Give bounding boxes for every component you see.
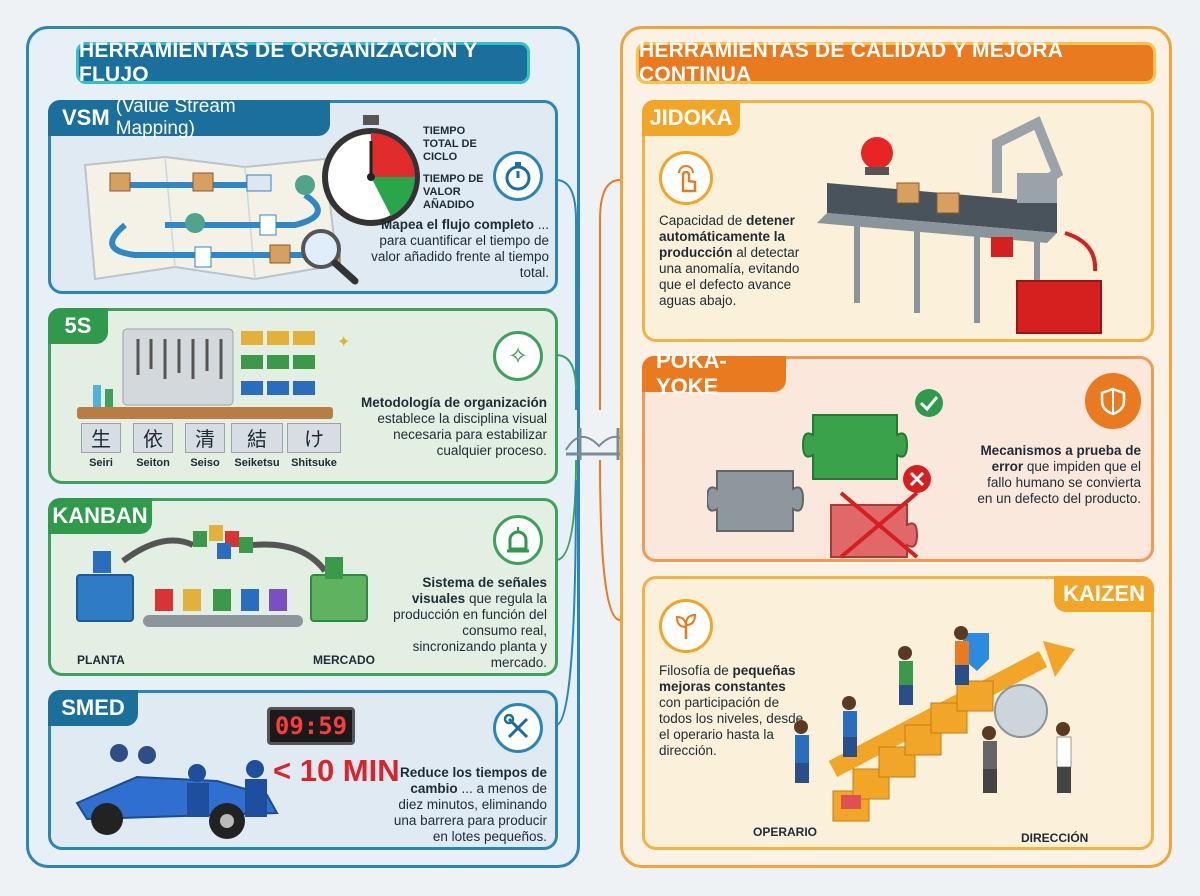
kanji-seiri: 生: [81, 423, 121, 453]
jidoka-desc-pre: Capacidad de: [659, 213, 747, 228]
smed-desc-bold: Reduce los tiempos de cambio: [399, 765, 547, 796]
robotic-conveyor-illustration: [817, 116, 1102, 334]
tool-pegboard-illustration: ✦: [93, 328, 350, 407]
pillar-shitsuke: け Shitsuke: [287, 423, 341, 469]
pillar-seiri: 生 Seiri: [81, 423, 121, 469]
kanban-desc-rest: que regula la producción en función del …: [393, 591, 547, 670]
vsm-tag: VSM (Value Stream Mapping): [48, 96, 330, 139]
vsm-description: Mapea el flujo completo ... para cuantif…: [367, 217, 549, 281]
sprout-icon: [659, 599, 713, 653]
five-s-desc-bold: Metodología de organización: [360, 395, 547, 410]
shield-icon: [1085, 373, 1141, 429]
poka-yoke-desc-rest: que impiden que el fallo humano se convi…: [977, 459, 1141, 506]
kaizen-operator-label: OPERARIO: [753, 825, 818, 839]
kaizen-staircase-illustration: [794, 626, 1075, 822]
kaizen-tag: KAIZEN: [1054, 576, 1154, 612]
label-shitsuke: Shitsuke: [291, 457, 337, 469]
value-stream-map-illustration: [83, 155, 341, 281]
pillar-seiso: 清 Seiso: [185, 423, 225, 469]
kanban-tag: KANBAN: [48, 498, 152, 534]
kaizen-card: KAIZEN Filosofía de pequeñas mejoras con…: [642, 576, 1154, 850]
five-s-description: Metodología de organización establece la…: [355, 395, 547, 459]
vsm-desc-rest: ... para cuantificar el tiempo de valor …: [371, 217, 549, 280]
vsm-tag-subtitle: (Value Stream Mapping): [115, 96, 236, 139]
kanji-seiso: 清: [185, 423, 225, 453]
kanban-card: KANBAN PLANTA MERCADO Sistema de señales…: [48, 498, 558, 676]
stopwatch-icon: [493, 151, 543, 201]
touch-stop-icon: [659, 151, 713, 205]
vsm-tag-title: VSM: [62, 105, 110, 130]
sparkle-icon: ✧: [493, 331, 543, 381]
label-seiton: Seiton: [136, 457, 170, 469]
jidoka-description: Capacidad de detener automáticamente la …: [659, 213, 805, 309]
stopwatch-illustration: [322, 115, 420, 226]
magnifier-icon: [301, 229, 359, 285]
kanban-flow-illustration: [76, 525, 368, 627]
pillar-seiketsu: 結 Seiketsu: [231, 423, 283, 469]
smed-description: Reduce los tiempos de cambio ... a menos…: [389, 765, 547, 845]
total-cycle-time-label: TIEMPO TOTAL DE CICLO: [423, 125, 477, 163]
poka-yoke-description: Mecanismos a prueba de error que impiden…: [971, 443, 1141, 507]
connector-lines: [556, 179, 621, 726]
poka-yoke-card: POKA-YOKE Mecanismos a prueba de error q…: [642, 348, 1154, 562]
kanji-shitsuke: け: [287, 423, 341, 453]
jidoka-desc-rest: al detectar una anomalía, evitando que e…: [659, 245, 800, 308]
jidoka-card: JIDOKA Capacidad de detener automáticame…: [642, 100, 1154, 342]
kaizen-description: Filosofía de pequeñas mejoras constantes…: [659, 663, 809, 759]
kanji-seiton: 依: [133, 423, 173, 453]
five-s-card: 5S ✦ 生 Seiri 依 Seiton 清 Seiso 結: [48, 308, 558, 484]
poka-yoke-desc-bold: Mecanismos a prueba de error: [980, 443, 1141, 474]
label-seiso: Seiso: [190, 457, 220, 469]
label-seiketsu: Seiketsu: [234, 457, 280, 469]
smed-under-ten-minutes: < 10 MIN: [273, 753, 400, 788]
wrench-screwdriver-icon: [493, 703, 543, 753]
smed-timer-display: 09:59: [267, 707, 355, 745]
smed-card: SMED 09:59 < 10 MIN Reduce los tiempos d…: [48, 690, 558, 850]
pillar-seiton: 依 Seiton: [133, 423, 173, 469]
label-seiri: Seiri: [89, 457, 113, 469]
vsm-desc-bold: Mapea el flujo completo: [380, 217, 534, 232]
jidoka-tag: JIDOKA: [642, 100, 740, 136]
puzzle-pieces-illustration: [707, 389, 943, 559]
kaizen-management-label: DIRECCIÓN: [1021, 831, 1089, 845]
value-added-time-label: TIEMPO DE VALOR AÑADIDO: [423, 173, 484, 211]
five-s-pillars: 生 Seiri 依 Seiton 清 Seiso 結 Seiketsu け Sh…: [81, 423, 341, 473]
kanji-seiketsu: 結: [231, 423, 283, 453]
kanban-description: Sistema de señales visuales que regula l…: [385, 575, 547, 671]
kanban-market-label: MERCADO: [313, 653, 375, 667]
beacon-icon: [493, 515, 543, 565]
kanban-plant-label: PLANTA: [77, 653, 125, 667]
jidoka-desc-bold: detener automáticamente la producción: [659, 213, 795, 260]
kanban-desc-bold: Sistema de señales visuales: [411, 575, 547, 606]
five-s-desc-rest: establece la disciplina visual necesaria…: [377, 411, 547, 458]
vsm-card: VSM (Value Stream Mapping) TIEMPO TOTAL …: [48, 96, 558, 294]
left-column-title: HERRAMIENTAS DE ORGANIZACIÓN Y FLUJO: [76, 39, 530, 86]
five-s-tag: 5S: [48, 308, 108, 344]
poka-yoke-tag: POKA-YOKE: [642, 348, 786, 399]
smed-desc-rest: ... a menos de diez minutos, eliminando …: [393, 781, 547, 844]
kaizen-desc-rest: con participación de todos los niveles, …: [659, 695, 804, 758]
race-car-pit-stop-illustration: [75, 744, 279, 839]
kaizen-desc-pre: Filosofía de: [659, 663, 733, 678]
kaizen-desc-bold: pequeñas mejoras constantes: [659, 663, 796, 694]
svg-text:✦: ✦: [337, 332, 350, 351]
right-column-title: HERRAMIENTAS DE CALIDAD Y MEJORA CONTINU…: [636, 39, 1156, 86]
workbench-top: [77, 407, 333, 419]
smed-tag: SMED: [48, 690, 138, 726]
